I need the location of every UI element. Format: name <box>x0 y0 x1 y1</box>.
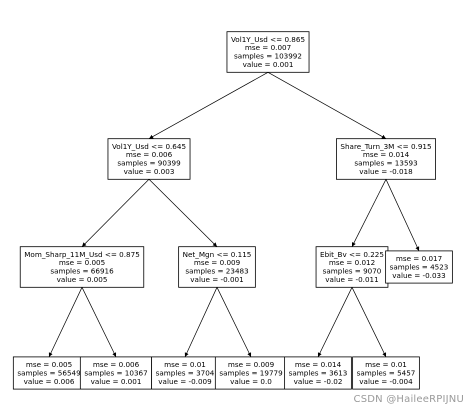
tree-edge <box>267 71 387 140</box>
node-line: value = -0.001 <box>190 275 243 284</box>
node-line: value = -0.033 <box>392 271 445 280</box>
node-line: samples = 4523 <box>390 262 449 271</box>
node-line: mse = 0.01 <box>164 360 206 369</box>
node-line: samples = 103992 <box>234 52 302 61</box>
node-line: samples = 56549 <box>17 368 81 377</box>
node-line: value = 0.001 <box>243 60 294 69</box>
node-box <box>385 250 453 284</box>
tree-edge <box>148 179 218 247</box>
node-box <box>214 356 288 390</box>
tree-edges <box>48 71 420 358</box>
node-line: Mom_Sharp_11M_Usd <= 0.875 <box>24 250 140 259</box>
node-line: value = -0.009 <box>158 377 212 386</box>
node-line: Share_Turn_3M <= 0.915 <box>340 142 431 151</box>
node-line: value = -0.018 <box>359 167 413 176</box>
tree-edge <box>148 71 269 140</box>
node-line: mse = 0.01 <box>365 360 407 369</box>
node-line: samples = 10367 <box>84 368 147 377</box>
node-box <box>336 138 436 180</box>
node-line: mse = 0.009 <box>194 258 241 267</box>
node-line: value = -0.02 <box>294 377 343 386</box>
tree-edge <box>351 287 387 358</box>
node-line: value = -0.011 <box>325 275 378 284</box>
node-line: samples = 3613 <box>289 368 348 377</box>
node-line: mse = 0.005 <box>26 360 72 369</box>
watermark-text: CSDN @HaileeRPIJNU <box>353 394 464 405</box>
tree-edge <box>317 287 353 358</box>
node-line: Ebit_Bv <= 0.225 <box>320 250 384 259</box>
node-line: value = 0.0 <box>230 377 272 386</box>
node-line: samples = 9070 <box>323 267 382 276</box>
tree-edge <box>385 179 420 252</box>
node-line: mse = 0.014 <box>295 360 342 369</box>
node-line: samples = 5457 <box>357 368 416 377</box>
node-box <box>315 246 389 288</box>
node-box <box>79 356 153 390</box>
node-box <box>19 246 145 288</box>
node-line: mse = 0.009 <box>228 360 275 369</box>
node-line: value = 0.005 <box>57 275 108 284</box>
node-line: value = 0.006 <box>24 377 75 386</box>
tree-edge <box>81 287 117 358</box>
tree-edge <box>81 179 150 247</box>
node-line: Vol1Y_Usd <= 0.865 <box>231 35 305 44</box>
node-line: mse = 0.014 <box>363 150 410 159</box>
node-line: mse = 0.006 <box>93 360 140 369</box>
node-line: Vol1Y_Usd <= 0.645 <box>112 142 186 151</box>
node-line: samples = 19779 <box>219 368 283 377</box>
node-line: value = 0.003 <box>124 167 175 176</box>
node-line: samples = 13593 <box>354 159 417 168</box>
node-line: mse = 0.007 <box>245 43 291 52</box>
node-line: mse = 0.012 <box>329 258 375 267</box>
node-line: samples = 3704 <box>156 368 215 377</box>
node-line: Net_Mgn <= 0.115 <box>183 250 252 259</box>
tree-edge <box>351 179 387 247</box>
node-line: samples = 23483 <box>185 267 248 276</box>
node-line: mse = 0.005 <box>59 258 105 267</box>
node-line: value = -0.004 <box>359 377 413 386</box>
node-box <box>107 138 191 180</box>
node-line: mse = 0.017 <box>396 254 442 263</box>
node-box <box>178 246 256 288</box>
node-box <box>284 356 352 390</box>
tree-edge <box>184 287 218 358</box>
node-box <box>226 31 310 73</box>
node-box <box>352 356 420 390</box>
node-line: samples = 90399 <box>117 159 181 168</box>
tree-edge <box>48 287 83 358</box>
tree-edge <box>216 287 252 358</box>
node-line: samples = 66916 <box>50 267 114 276</box>
node-box <box>12 356 86 390</box>
node-line: mse = 0.006 <box>126 150 173 159</box>
node-line: value = 0.001 <box>91 377 142 386</box>
